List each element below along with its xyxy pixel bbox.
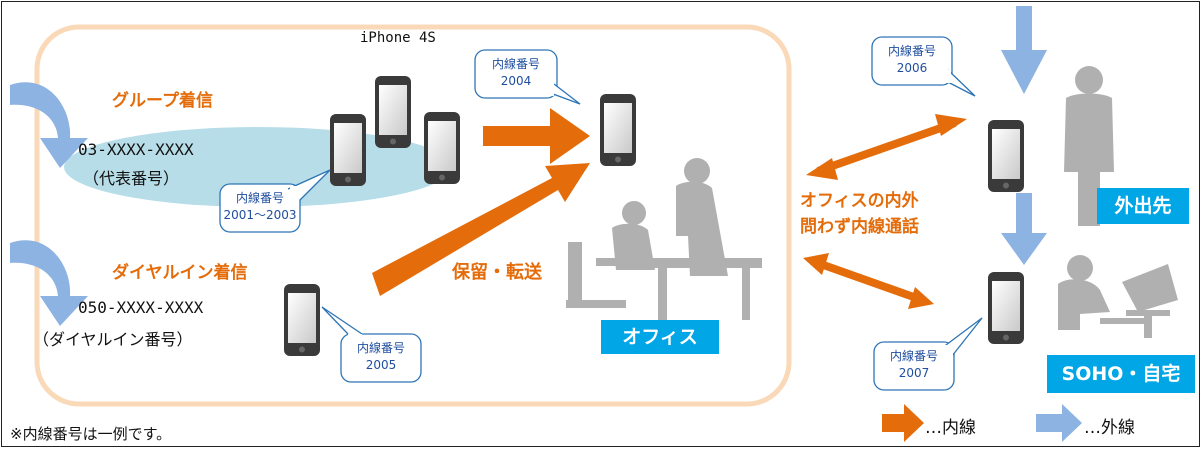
phone-icon [988,120,1024,192]
callout-2007-text: 内線番号 2007 [874,348,954,382]
phone-icon [424,112,460,184]
dialin-incoming-arrow [10,240,88,326]
businessman-silhouette [1064,66,1114,226]
hold-transfer-arrow [372,163,590,296]
group-label: グループ着信 [112,91,213,111]
office-people-silhouette [566,158,762,320]
callout-2004 [474,49,581,105]
inout-arrow-top [806,114,967,180]
callout-2006-text: 内線番号 2006 [872,43,952,77]
callout-2005-text: 内線番号 2005 [341,340,421,374]
home-person-silhouette [1058,255,1178,338]
to-office-phone-arrow [483,108,590,164]
legend-external-label: …外線 [1084,418,1135,438]
callout-title: 内線番号 [887,44,936,58]
phone-icon [600,94,636,166]
inout-label-line1: オフィスの内外 [800,191,919,211]
outside-badge: 外出先 [1097,188,1189,224]
home-incoming-arrow [1001,193,1047,265]
inout-arrow-bottom [803,253,934,309]
callout-number: 2004 [500,74,532,88]
callout-2001-2003 [219,169,331,233]
footnote: ※内線番号は一例です。 [10,425,172,443]
callout-title: 内線番号 [491,57,540,71]
office-badge: オフィス [601,320,719,354]
inout-label-line2: 問わず内線通話 [800,217,919,237]
callout-2004-text: 内線番号 2004 [475,56,557,90]
phone-icon [330,114,366,186]
callout-2001-2003-text: 内線番号 2001～2003 [220,190,300,224]
group-number: 03-XXXX-XXXX [78,140,194,159]
outside-incoming-arrow [1001,6,1047,94]
callout-2006 [871,36,976,97]
callout-number: 2006 [896,61,928,75]
group-number-note: （代表番号） [83,169,180,188]
phone-model-label: iPhone 4S [360,30,436,46]
callout-number: 2005 [365,358,397,372]
office-area [34,24,792,407]
callout-title: 内線番号 [235,191,284,205]
dialin-label: ダイヤルイン着信 [112,263,248,283]
home-badge: SOHO・自宅 [1047,355,1195,393]
callout-title: 内線番号 [889,349,938,363]
legend-internal-label: …内線 [925,418,976,438]
phone-icon [284,284,320,356]
dialin-number-note: （ダイヤルイン番号） [33,330,193,349]
group-incoming-arrow [10,82,88,168]
callout-2005 [321,306,422,383]
legend-external-arrow [1036,404,1082,442]
dialin-number: 050-XXXX-XXXX [78,298,204,317]
hold-transfer-label: 保留・転送 [452,262,542,283]
phone-icon [375,76,411,148]
callout-title: 内線番号 [356,341,405,355]
phone-icon [988,272,1024,344]
legend-internal-arrow [882,404,924,442]
callout-number: 2001～2003 [223,208,297,222]
callout-number: 2007 [898,366,930,380]
callout-2007 [873,317,983,391]
